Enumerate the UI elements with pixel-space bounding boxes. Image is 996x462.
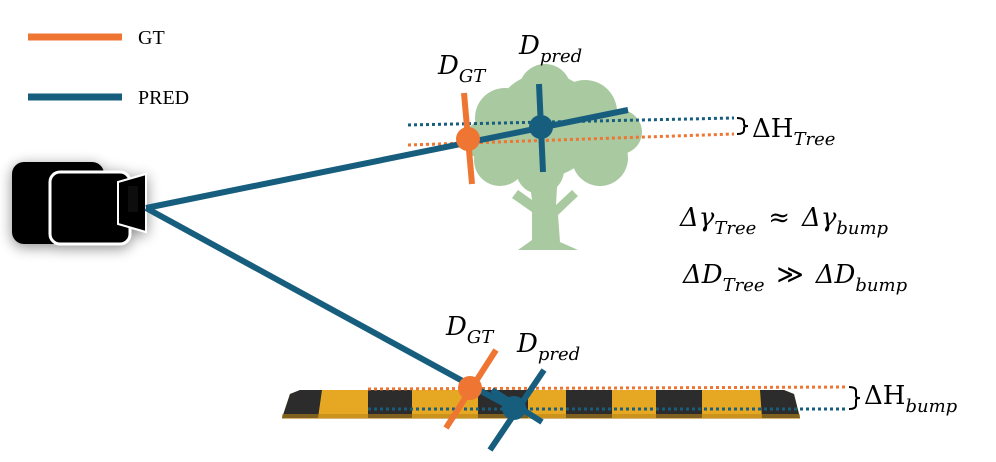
tree-delta-h-label: ΔHTree bbox=[752, 114, 835, 150]
gamma-relation: ΔγTree≈Δγbump bbox=[679, 203, 889, 239]
bump-gt-marker bbox=[443, 348, 499, 430]
tree-d-pred-label: Dpred bbox=[518, 31, 582, 67]
legend: GT PRED bbox=[28, 27, 189, 109]
bump-height-brace bbox=[848, 386, 861, 410]
tree-gt-marker bbox=[456, 92, 480, 185]
bump-gt-height-line bbox=[367, 385, 847, 391]
camera-icon bbox=[12, 162, 147, 246]
legend-pred-label: PRED bbox=[138, 87, 189, 109]
tree-d-gt-label: DGT bbox=[437, 51, 487, 87]
bump-height-lines bbox=[367, 385, 847, 411]
tree-pred-marker bbox=[529, 83, 553, 173]
bump-d-gt-label: DGT bbox=[445, 312, 495, 348]
distance-relation: ΔDTree≫ΔDbump bbox=[682, 260, 908, 296]
legend-gt-label: GT bbox=[138, 27, 165, 49]
speed-bump-icon bbox=[282, 390, 800, 419]
bump-d-pred-label: Dpred bbox=[516, 329, 580, 365]
ray-to-bump bbox=[144, 205, 514, 411]
tree-height-brace bbox=[736, 117, 749, 135]
bump-delta-h-label: ΔHbump bbox=[864, 381, 958, 417]
bump-pred-marker bbox=[487, 368, 547, 452]
tree-icon bbox=[465, 64, 642, 250]
